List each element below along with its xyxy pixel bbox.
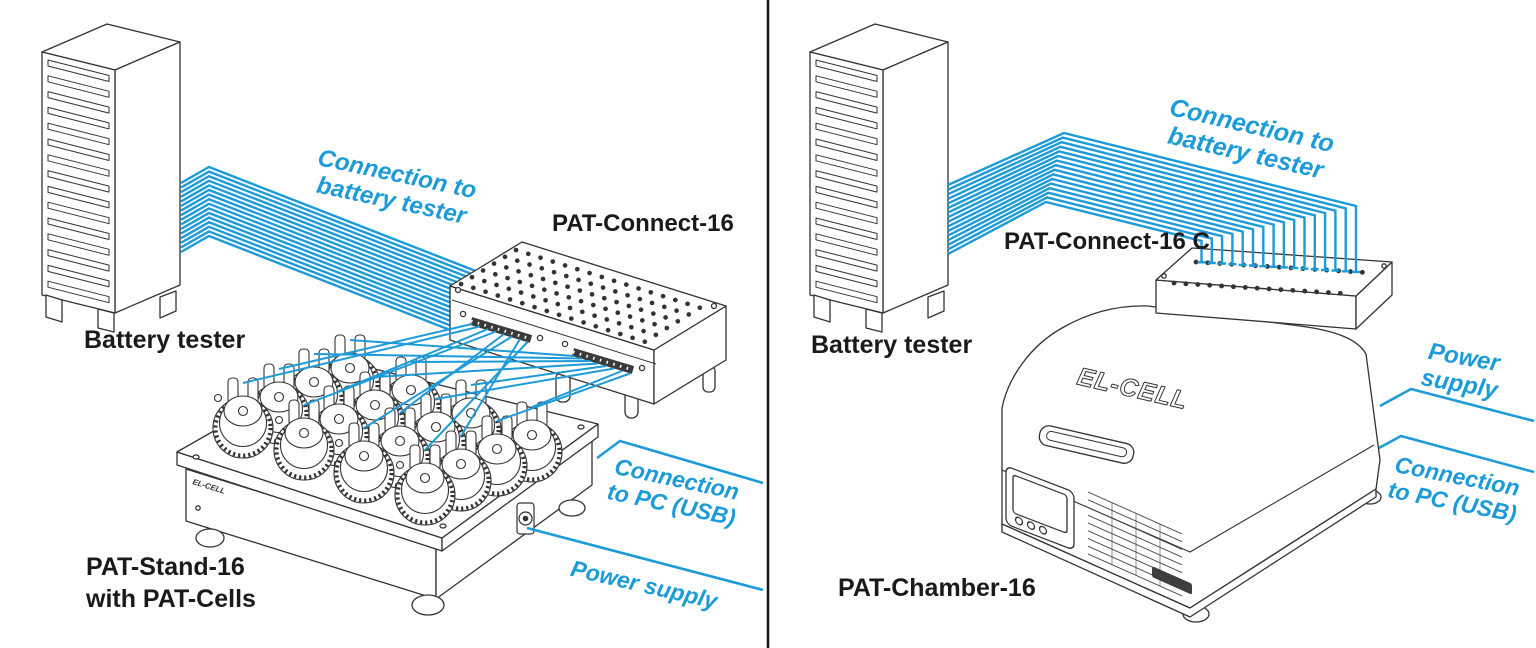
pat-chamber-16-label: PAT-Chamber-16 [838, 574, 1036, 602]
battery-tester-right [810, 24, 948, 332]
battery-tester-label-right: Battery tester [811, 331, 973, 359]
plate-screw [192, 454, 200, 460]
cell-cables-left [242, 323, 631, 451]
connect-screw [710, 302, 718, 310]
pat-connect-16-label: PAT-Connect-16 [552, 210, 734, 237]
cell-connector-strip [571, 348, 635, 374]
connect-c-top-face [1155, 247, 1393, 297]
stand-foot [558, 499, 586, 517]
chamber-control-panel [1005, 467, 1075, 549]
stand-foot [411, 594, 445, 616]
chamber-button [1014, 516, 1024, 526]
battery-tester-label-left: Battery tester [84, 326, 246, 354]
connect-screw [536, 334, 544, 342]
stand-foot [195, 528, 225, 548]
battery-tester-left [42, 24, 180, 332]
pat-stand-16-label-line1: PAT-Stand-16 [86, 553, 245, 581]
pat-connect-16c [1155, 247, 1393, 330]
pat-connect-16c-label: PAT-Connect-16 C [1004, 228, 1210, 255]
connect-screw [561, 340, 569, 348]
plate-screw [577, 424, 585, 430]
connect-screw [459, 310, 467, 318]
chamber-handle [1038, 425, 1135, 464]
connect-screw [1381, 263, 1387, 269]
pat-chamber-16: EL-CELL [1001, 305, 1382, 623]
left-panel: EL-CELL [42, 24, 764, 616]
power-leader-line-right [1379, 387, 1535, 423]
connect-front-groove [451, 299, 657, 365]
chamber-body [1001, 305, 1381, 609]
pat-stand-16-label: PAT-Stand-16 with PAT-Cells [86, 552, 256, 616]
chamber-button [1026, 521, 1036, 531]
usb-leader-line-left [596, 439, 764, 485]
usb-leader-line-right [1378, 434, 1535, 474]
pat-stand-16-label-line2: with PAT-Cells [86, 584, 256, 613]
pat-connect-16 [449, 241, 727, 419]
connect-port-grid [458, 247, 709, 346]
chamber-display [1012, 474, 1068, 534]
connect-screw [638, 364, 646, 372]
cell-connector-strip [469, 317, 533, 343]
plate-screw [439, 523, 447, 529]
chamber-button [1038, 525, 1048, 535]
chamber-plinth [1001, 488, 1377, 618]
connect-cell-strips [459, 310, 646, 374]
chamber-vent-grille [1088, 491, 1182, 597]
power-leader-line-left [526, 526, 764, 592]
connect-top-face [449, 241, 727, 351]
ribbon-cable-right [947, 131, 1360, 274]
connect-screw [454, 286, 462, 294]
connect-screw [1161, 273, 1167, 279]
right-panel: EL-CELL [810, 24, 1535, 623]
power-socket [516, 502, 535, 535]
stand-led [195, 505, 201, 511]
chamber-name-badge [1152, 566, 1192, 595]
